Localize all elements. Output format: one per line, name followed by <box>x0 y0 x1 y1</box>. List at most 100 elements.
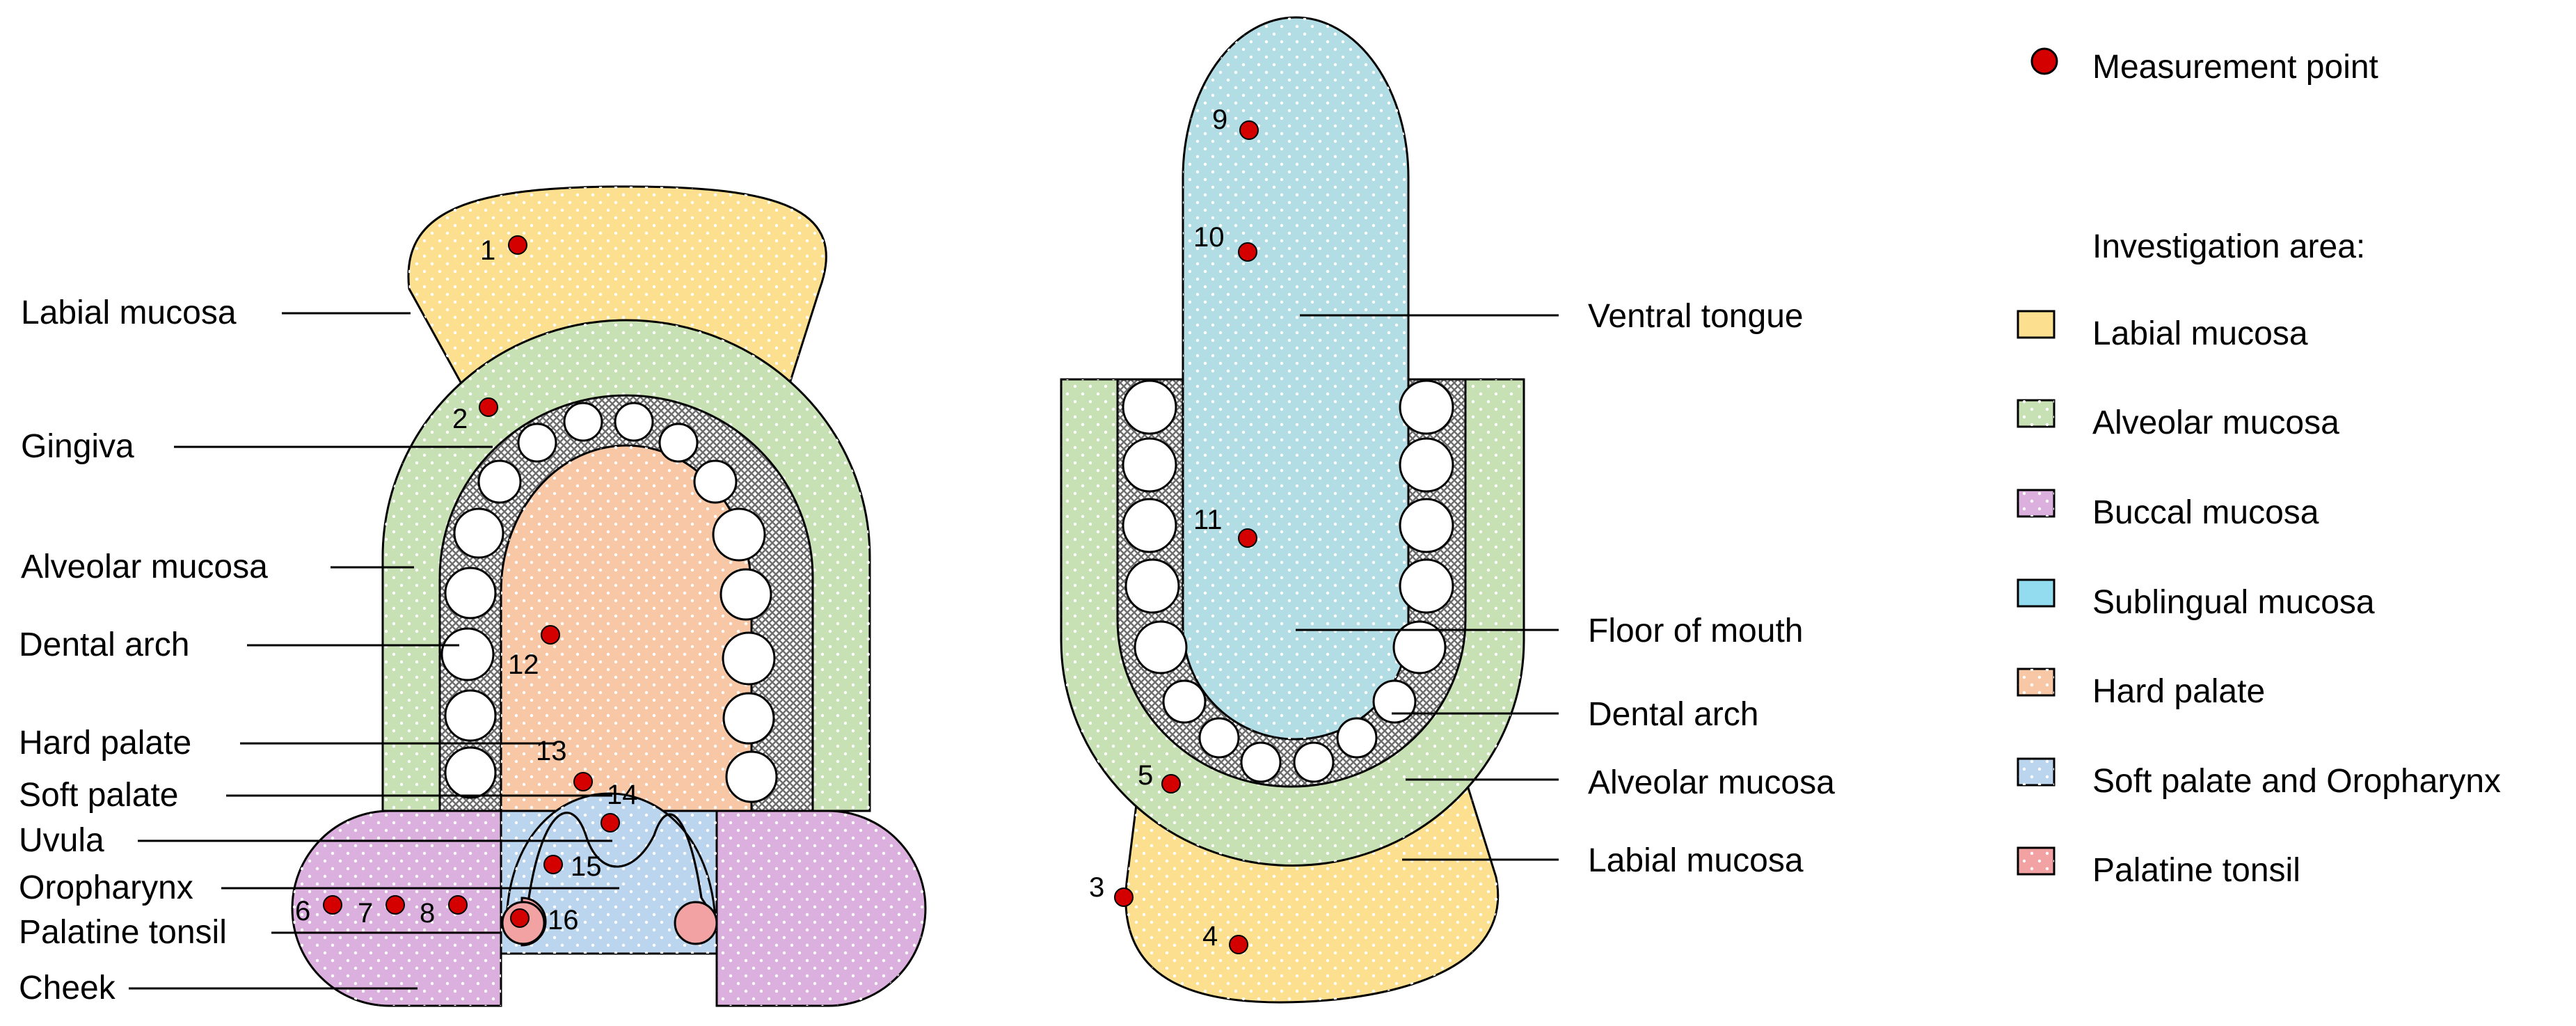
legend-label-alveolar: Alveolar mucosa <box>2092 404 2339 441</box>
measurement-point-marker <box>1161 774 1181 794</box>
legend-label-tonsil: Palatine tonsil <box>2092 852 2300 889</box>
measurement-point-marker <box>541 625 560 645</box>
tooth <box>1240 741 1282 783</box>
right-cheek-texture <box>717 811 925 1006</box>
right-labels: Ventral tongue Floor of mouth Dental arc… <box>1588 298 1835 879</box>
point-label: 4 <box>1202 921 1218 952</box>
point-label: 7 <box>358 898 373 929</box>
point-label: 9 <box>1212 104 1227 135</box>
upper-jaw-diagram <box>291 185 927 1007</box>
tooth <box>1399 558 1454 614</box>
measurement-point-marker <box>1114 887 1134 907</box>
tooth <box>1122 498 1177 553</box>
left-labels: Labial mucosa Gingiva Alveolar mucosa De… <box>19 294 268 1007</box>
label-dental-arch: Dental arch <box>19 626 189 663</box>
left-leader-lines <box>129 312 619 990</box>
tooth <box>614 402 654 442</box>
legend: Measurement point Investigation area: La… <box>2017 47 2501 889</box>
upper-teeth <box>440 402 778 803</box>
label-alveolar-mucosa-lower: Alveolar mucosa <box>1588 764 1835 801</box>
legend-label-soft-palate: Soft palate and Oropharynx <box>2092 763 2501 800</box>
measurement-point-marker <box>479 397 498 417</box>
measurement-points: 1 2 3 4 5 6 7 8 9 10 11 12 13 14 15 16 <box>295 104 1259 954</box>
measurement-point-marker <box>1238 528 1257 548</box>
tooth <box>1162 679 1207 724</box>
legend-label-labial: Labial mucosa <box>2092 315 2308 352</box>
ventral-tongue-texture <box>1183 17 1408 739</box>
tooth <box>1124 558 1180 614</box>
tooth <box>563 402 603 442</box>
tooth <box>444 689 497 742</box>
legend-swatch-soft-palate-texture <box>2018 759 2054 785</box>
label-palatine-tonsil: Palatine tonsil <box>19 914 227 951</box>
tooth <box>1336 717 1378 759</box>
point-label: 3 <box>1089 872 1104 903</box>
legend-swatch-alveolar-texture <box>2018 400 2054 427</box>
tooth <box>453 507 504 559</box>
label-labial-mucosa-lower: Labial mucosa <box>1588 842 1804 879</box>
legend-swatch-sublingual <box>2017 578 2056 608</box>
palatine-tonsil-right <box>674 901 718 945</box>
tooth <box>658 423 699 463</box>
measurement-point-marker <box>508 235 527 255</box>
uvula-outline <box>527 812 703 899</box>
tooth <box>1122 437 1177 493</box>
tooth <box>1134 620 1188 674</box>
point-label: 12 <box>508 649 539 680</box>
legend-swatch-tonsil-texture <box>2018 848 2054 874</box>
label-soft-palate: Soft palate <box>19 777 179 814</box>
point-label: 16 <box>548 905 579 936</box>
label-dental-arch-lower: Dental arch <box>1588 696 1758 733</box>
point-label: 8 <box>420 898 435 929</box>
legend-label-hard-palate: Hard palate <box>2092 673 2265 710</box>
tooth <box>440 627 495 681</box>
legend-swatch-buccal-texture <box>2018 490 2054 516</box>
tooth <box>722 692 775 745</box>
tooth <box>725 750 778 803</box>
point-label: 11 <box>1193 505 1223 535</box>
measurement-point-marker <box>1239 120 1259 140</box>
tooth <box>693 459 738 504</box>
measurement-point-marker <box>1238 242 1257 262</box>
lower-teeth <box>1122 379 1454 783</box>
measurement-point-marker <box>573 772 593 791</box>
tooth <box>719 568 772 621</box>
measurement-point-marker <box>1229 935 1248 954</box>
hard-palate-texture <box>501 445 752 811</box>
tooth <box>712 507 766 562</box>
point-label: 5 <box>1138 760 1153 791</box>
measurement-point-marker <box>448 895 468 915</box>
right-leader-lines <box>1296 314 1559 861</box>
label-alveolar-mucosa: Alveolar mucosa <box>21 548 268 585</box>
label-labial-mucosa: Labial mucosa <box>21 294 237 331</box>
label-cheek: Cheek <box>19 970 116 1007</box>
tooth <box>1122 379 1177 435</box>
tooth <box>517 423 557 463</box>
label-uvula: Uvula <box>19 822 104 859</box>
label-oropharynx: Oropharynx <box>19 869 193 906</box>
tooth <box>444 567 497 619</box>
legend-label-buccal: Buccal mucosa <box>2092 494 2319 531</box>
label-ventral-tongue: Ventral tongue <box>1588 298 1804 335</box>
measurement-point-marker <box>510 908 530 928</box>
legend-label-sublingual: Sublingual mucosa <box>2092 584 2375 621</box>
tooth <box>1293 741 1335 783</box>
measurement-point-marker <box>385 895 405 915</box>
soft-palate-texture <box>507 794 715 919</box>
tooth <box>1392 620 1447 674</box>
label-hard-palate: Hard palate <box>19 725 191 761</box>
tooth <box>1372 679 1417 724</box>
legend-swatch-hard-palate-texture <box>2018 669 2054 695</box>
legend-measurement-point-label: Measurement point <box>2092 49 2378 86</box>
point-label: 6 <box>295 896 310 926</box>
tooth <box>444 746 497 799</box>
point-label: 13 <box>536 736 567 766</box>
measurement-point-marker <box>323 895 342 915</box>
label-gingiva: Gingiva <box>21 428 134 465</box>
point-label: 10 <box>1193 222 1225 253</box>
measurement-point-marker <box>601 813 620 832</box>
tooth <box>1198 717 1240 759</box>
tooth <box>1399 498 1454 553</box>
lower-jaw-diagram <box>1060 16 1525 1004</box>
